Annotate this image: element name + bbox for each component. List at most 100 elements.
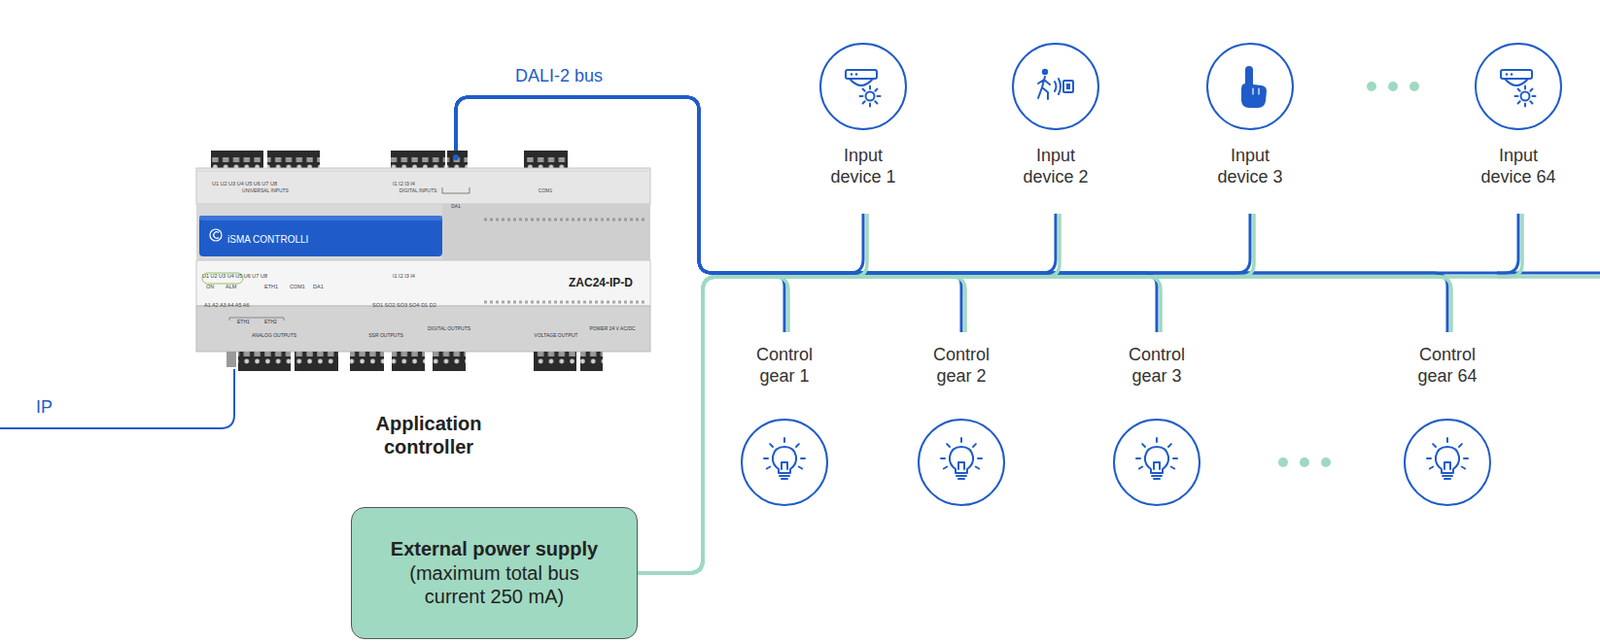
device-circle-icon: [1474, 42, 1563, 131]
dali-bus-wire: [455, 97, 785, 333]
bulb-glass: [949, 447, 974, 474]
input-device-node: Input device 3: [1172, 42, 1328, 214]
label-anchor: UNIVERSAL INPUTS: [242, 178, 289, 197]
device-marking: I1 I2 I3 I4: [392, 273, 416, 279]
icon-ray: [874, 101, 877, 104]
icon-ray: [1459, 444, 1462, 448]
icon-ray: [869, 104, 871, 107]
label-anchor: COM1: [289, 275, 306, 293]
label-anchor: VOLTAGE OUTPUT: [534, 323, 579, 342]
bulb-filament: [1444, 462, 1451, 470]
power-wire: [637, 277, 1452, 574]
terminal-block: [523, 150, 568, 169]
icon-ray: [1139, 467, 1143, 470]
node-label: Control gear 64: [1403, 345, 1492, 388]
label-anchor: ETH1: [264, 275, 279, 293]
label-strip-line: [198, 171, 649, 173]
device-circle-icon: [917, 418, 1006, 507]
device-circle: [918, 419, 1005, 506]
device-marking: ON: [206, 283, 214, 290]
label-anchor: DIGITAL OUTPUTS: [427, 316, 471, 335]
dali-bus-wire: [455, 97, 1519, 274]
control-gear-node: Control gear 64: [1369, 332, 1526, 508]
bus-terminal-dot: [452, 154, 459, 161]
icon-ray: [1532, 95, 1536, 98]
device-marking: COM1: [289, 283, 306, 290]
label-anchor: ZAC24-IP-D: [568, 273, 633, 291]
label-anchor: SO1 SO2 SO3 SO4 D1 D2: [372, 293, 437, 312]
device-marking: DA1: [313, 283, 324, 290]
icon-ray: [1426, 457, 1431, 460]
detector-lens: [1066, 83, 1071, 90]
vent-slots: [484, 218, 648, 222]
icon-ray: [1171, 467, 1175, 470]
palm: [1241, 83, 1267, 108]
icon-ray: [940, 457, 945, 460]
dali-bus-wire: [455, 97, 1157, 333]
node-label: Input device 3: [1206, 145, 1294, 189]
sun-core: [1521, 92, 1531, 102]
icon-ray: [769, 444, 773, 448]
label-anchor: U1 U2 U3 U4 U5 U6 U7 U8: [211, 172, 278, 190]
controller-lower-body: [196, 306, 651, 352]
label-anchor: DA1: [313, 275, 324, 293]
device-marking: ETH1: [237, 319, 250, 326]
bulb-glass: [1435, 447, 1460, 474]
knuckle-lines: [1252, 88, 1259, 95]
icon-ray: [975, 467, 979, 470]
icon-ray: [1530, 89, 1532, 92]
label-anchor: DALI-2 bus: [515, 66, 603, 87]
device-circle: [1404, 419, 1491, 506]
icon-ray: [863, 89, 866, 92]
bulb-base: [779, 476, 790, 480]
terminal-block: [432, 351, 466, 372]
icon-ray: [1155, 438, 1158, 443]
label-anchor: ON: [206, 275, 214, 293]
label-anchor: DIGITAL INPUTS: [399, 178, 438, 197]
icon-ray: [766, 467, 770, 470]
device-marking: COM1: [538, 188, 553, 195]
label-anchor: iSMA CONTROLLI: [227, 229, 309, 247]
terminal-block: [210, 150, 264, 169]
device-circle: [820, 43, 906, 130]
power-wire: [637, 213, 1523, 574]
label-anchor: I1 I2 I3 I4: [392, 264, 416, 282]
icon-ray: [1173, 457, 1178, 460]
icon-ray: [973, 444, 976, 448]
terminal-block: [390, 150, 446, 169]
ellipsis-dot: [1299, 457, 1310, 468]
label-anchor: ANALOG OUTPUTS: [251, 323, 297, 342]
device-marking: ETH2: [264, 319, 278, 326]
device-circle-icon: [740, 418, 829, 507]
device-icon: [1500, 69, 1536, 107]
ip-wire: [0, 369, 235, 429]
node-label: Application controller: [350, 412, 507, 460]
sensor-led: [1510, 72, 1514, 76]
front-panel: [196, 260, 651, 307]
sensor-plate: [1500, 69, 1532, 79]
node-label: Control gear 1: [740, 345, 829, 388]
node-label: Control gear 2: [917, 345, 1006, 388]
controller-side-panel: [442, 204, 651, 261]
device-marking: ALM: [225, 283, 237, 290]
device-marking: U1 U2 U3 U4 U5 U6 U7 U8: [202, 273, 268, 279]
sensor-plate: [845, 69, 877, 79]
device-marking: A1 A2 A3 A4 A5 A6: [204, 302, 250, 309]
icon-ray: [860, 95, 864, 98]
label-anchor: SSR OUTPUTS: [368, 323, 404, 342]
device-icon: [1136, 438, 1178, 480]
sensor-led: [850, 72, 854, 76]
label-anchor: ETH1: [237, 310, 250, 328]
bus-name: DALI-2 bus: [515, 66, 603, 87]
input-device-node: Input device 1: [785, 42, 941, 214]
device-marking: ZAC24-IP-D: [568, 277, 633, 291]
sensor-led: [1505, 72, 1509, 76]
blue-cover: [199, 215, 443, 257]
input-device-node: Input device 2: [977, 42, 1134, 214]
device-icon: [1241, 66, 1267, 108]
label-anchor: COM1: [538, 178, 553, 197]
icon-ray: [1524, 86, 1527, 90]
sensor-dome: [1504, 78, 1529, 86]
terminal-block: [294, 351, 339, 372]
device-icon: [845, 69, 881, 107]
